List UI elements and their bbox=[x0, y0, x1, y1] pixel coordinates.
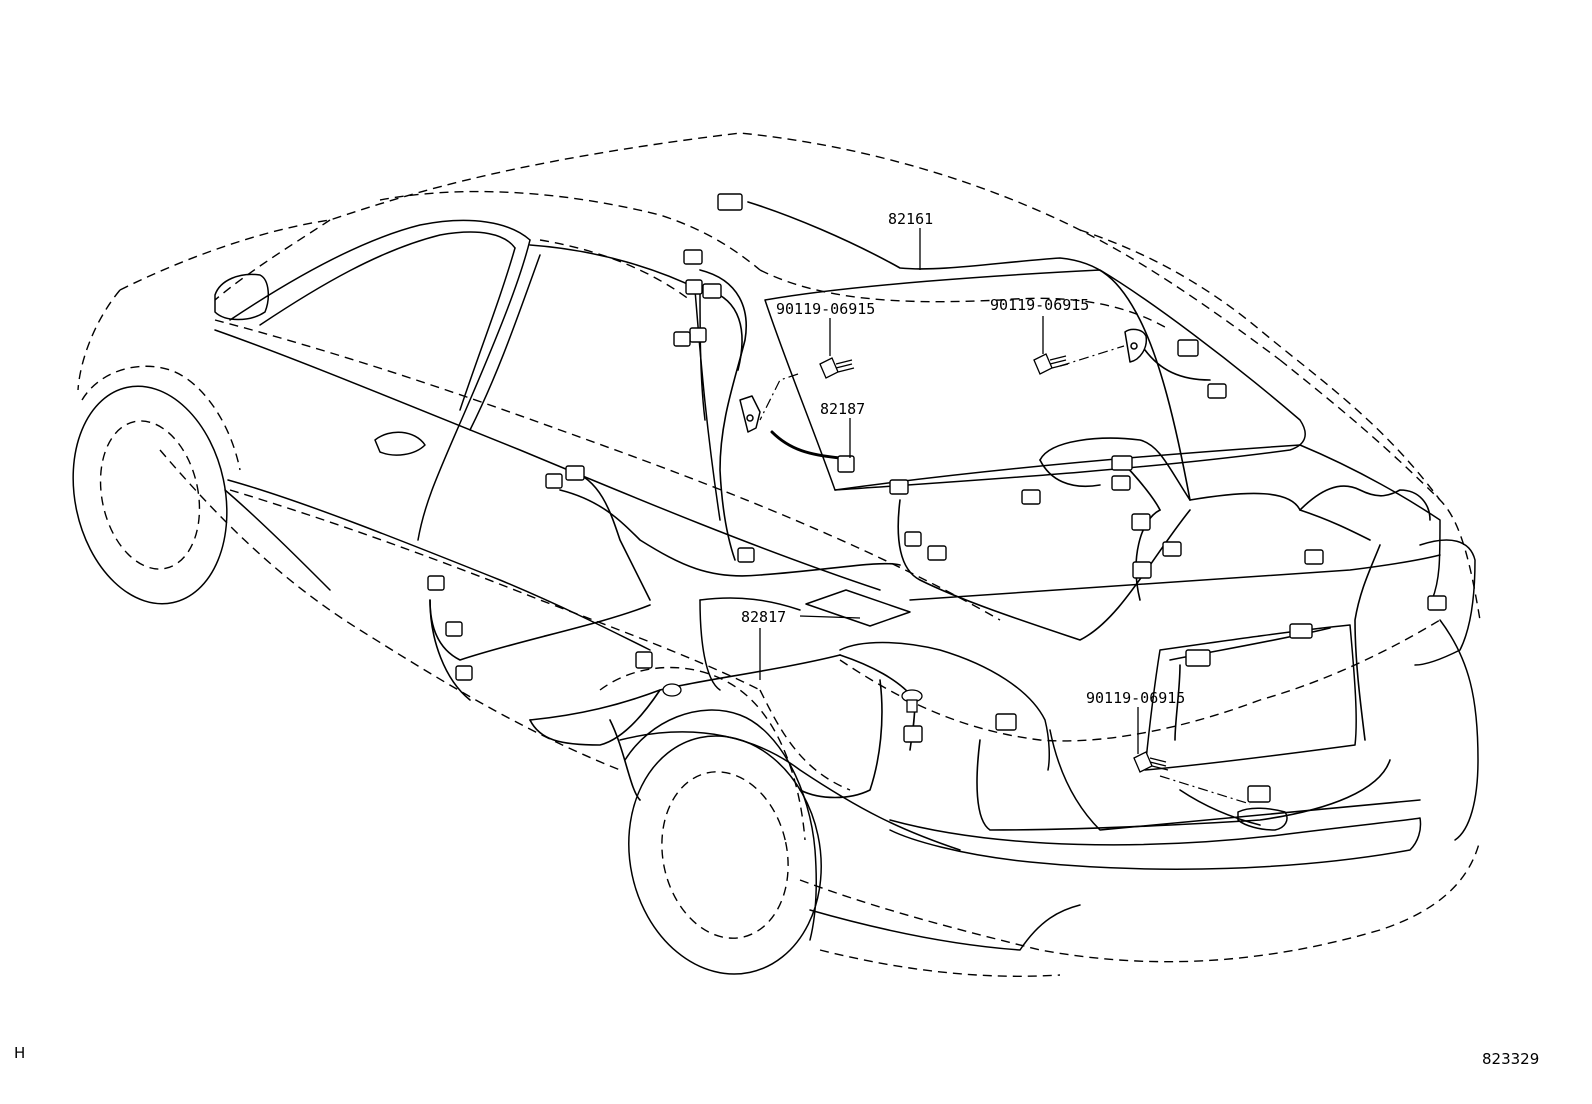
connector bbox=[837, 455, 855, 473]
connector bbox=[889, 479, 909, 495]
part-number-roof-harness: 82161 bbox=[888, 210, 933, 228]
connector bbox=[1289, 623, 1313, 639]
connector bbox=[1132, 561, 1152, 579]
connector bbox=[673, 331, 691, 347]
roof-bracket-right bbox=[1124, 328, 1148, 363]
illustration-id: 823329 bbox=[1482, 1050, 1539, 1068]
connector bbox=[635, 651, 653, 669]
bolt-icon bbox=[819, 357, 855, 379]
connector bbox=[1177, 339, 1199, 357]
leader-lines bbox=[759, 228, 1251, 805]
connector bbox=[1427, 595, 1447, 611]
connector bbox=[1131, 513, 1151, 531]
connector bbox=[1247, 785, 1271, 803]
connector bbox=[1304, 549, 1324, 565]
connector bbox=[1021, 489, 1041, 505]
connector bbox=[545, 473, 563, 489]
part-number-floor-harness: 82817 bbox=[741, 608, 786, 626]
floor-harness-pad bbox=[805, 589, 911, 627]
connector bbox=[995, 713, 1017, 731]
connector bbox=[904, 531, 922, 547]
bolt-icon bbox=[1033, 353, 1069, 375]
wiring-harness bbox=[429, 201, 1431, 831]
quarter-bracket bbox=[739, 395, 761, 433]
connector bbox=[685, 279, 703, 295]
footer-left-code: H bbox=[14, 1044, 25, 1062]
connector bbox=[702, 283, 722, 299]
connector bbox=[1162, 541, 1182, 557]
connector bbox=[1111, 455, 1133, 471]
bolt-icon bbox=[1133, 751, 1169, 773]
car-body-outline bbox=[77, 132, 1481, 977]
connector bbox=[565, 465, 585, 481]
connector bbox=[717, 193, 743, 211]
connector bbox=[455, 665, 473, 681]
connector bbox=[427, 575, 445, 591]
roof-harness-wire bbox=[747, 201, 1191, 501]
connector bbox=[1111, 475, 1131, 491]
connectors bbox=[427, 193, 1447, 803]
connector bbox=[445, 621, 463, 637]
part-number-bolt-left: 90119-06915 bbox=[776, 300, 875, 318]
part-labels: 82161 90119-06915 90119-06915 82187 8281… bbox=[741, 210, 1185, 707]
connector bbox=[1207, 383, 1227, 399]
connector bbox=[689, 327, 707, 343]
connector bbox=[903, 725, 923, 743]
part-number-bolt-rear: 90119-06915 bbox=[1086, 689, 1185, 707]
part-number-quarter-harness: 82187 bbox=[820, 400, 865, 418]
part-number-bolt-right: 90119-06915 bbox=[990, 296, 1089, 314]
connector bbox=[1185, 649, 1211, 667]
car-body-solid bbox=[72, 219, 1479, 975]
connector bbox=[927, 545, 947, 561]
rear-bracket bbox=[1237, 807, 1288, 831]
grommet bbox=[662, 683, 682, 697]
quarter-harness-wire bbox=[770, 430, 842, 460]
connector bbox=[683, 249, 703, 265]
connector bbox=[737, 547, 755, 563]
grommet bbox=[901, 689, 923, 713]
